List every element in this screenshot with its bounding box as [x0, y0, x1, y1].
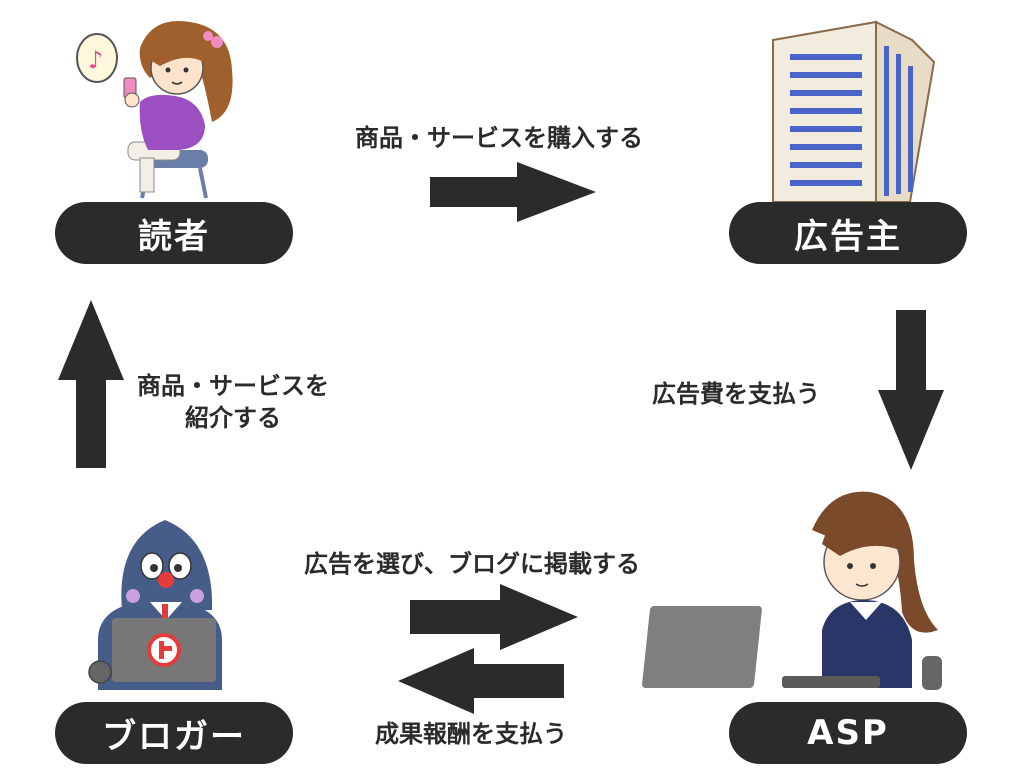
arrow-reader-to-advertiser: [430, 162, 596, 222]
arrow-advertiser-to-asp: [878, 310, 944, 470]
arrow-blogger-to-reader: [58, 300, 124, 468]
reader-illustration: ♪: [76, 21, 233, 199]
blogger-illustration: [88, 520, 222, 690]
node-reader: 読者: [55, 202, 293, 264]
label-purchase: 商品・サービスを購入する: [355, 124, 643, 152]
node-advertiser: 広告主: [729, 202, 967, 264]
arrow-blogger-to-asp: [410, 584, 578, 650]
node-blogger: ブロガー: [55, 702, 293, 764]
label-pay-commission: 成果報酬を支払う: [375, 720, 567, 748]
building-illustration: [772, 20, 936, 203]
svg-text:♪: ♪: [88, 46, 103, 74]
asp-illustration: [642, 491, 942, 690]
label-pay-ad-fee: 広告費を支払う: [652, 380, 820, 408]
node-asp: ASP: [729, 702, 967, 764]
label-introduce-line2: 紹介する: [185, 404, 281, 432]
label-introduce-line1: 商品・サービスを: [137, 372, 329, 400]
label-introduce: 商品・サービスを 紹介する: [128, 370, 338, 434]
label-choose-and-post: 広告を選び、ブログに掲載する: [304, 550, 640, 578]
arrow-asp-to-blogger: [398, 648, 564, 714]
